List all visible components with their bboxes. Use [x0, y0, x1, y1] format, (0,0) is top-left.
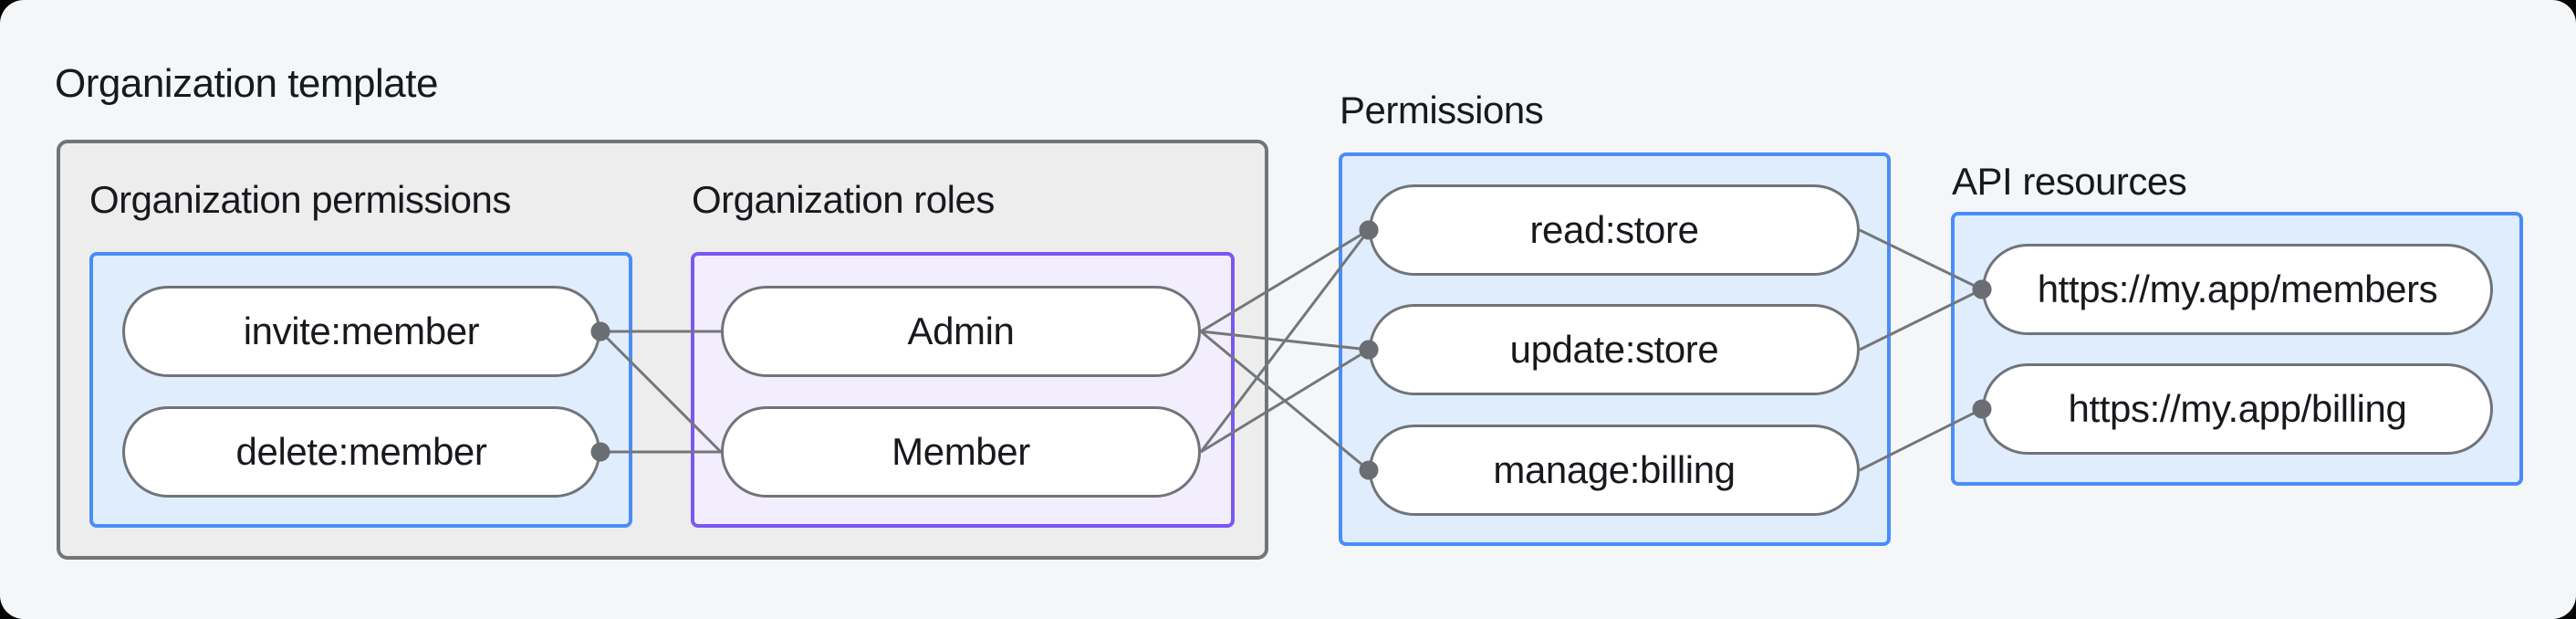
- node-label: invite:member: [243, 310, 480, 352]
- node-label: update:store: [1509, 328, 1719, 371]
- node-label: delete:member: [235, 430, 487, 473]
- node-invite-member: invite:member: [122, 286, 600, 377]
- node-read-store: read:store: [1369, 184, 1860, 276]
- node-manage-billing: manage:billing: [1369, 425, 1860, 516]
- org-roles-label: Organization roles: [692, 178, 995, 221]
- node-admin: Admin: [721, 286, 1201, 377]
- node-delete-member: delete:member: [122, 406, 600, 498]
- permissions-label: Permissions: [1340, 89, 1544, 131]
- node-update-store: update:store: [1369, 304, 1860, 395]
- node-members-api: https://my.app/members: [1982, 244, 2493, 335]
- node-billing-api: https://my.app/billing: [1982, 363, 2493, 455]
- node-member: Member: [721, 406, 1201, 498]
- node-label: manage:billing: [1493, 448, 1736, 491]
- node-label: https://my.app/members: [2037, 268, 2438, 310]
- org-permissions-label: Organization permissions: [89, 178, 511, 221]
- node-label: https://my.app/billing: [2068, 387, 2407, 430]
- node-label: Member: [892, 430, 1030, 473]
- node-label: Admin: [907, 310, 1015, 352]
- page-title: Organization template: [55, 61, 438, 106]
- api-resources-label: API resources: [1952, 160, 2187, 203]
- node-label: read:store: [1529, 208, 1699, 251]
